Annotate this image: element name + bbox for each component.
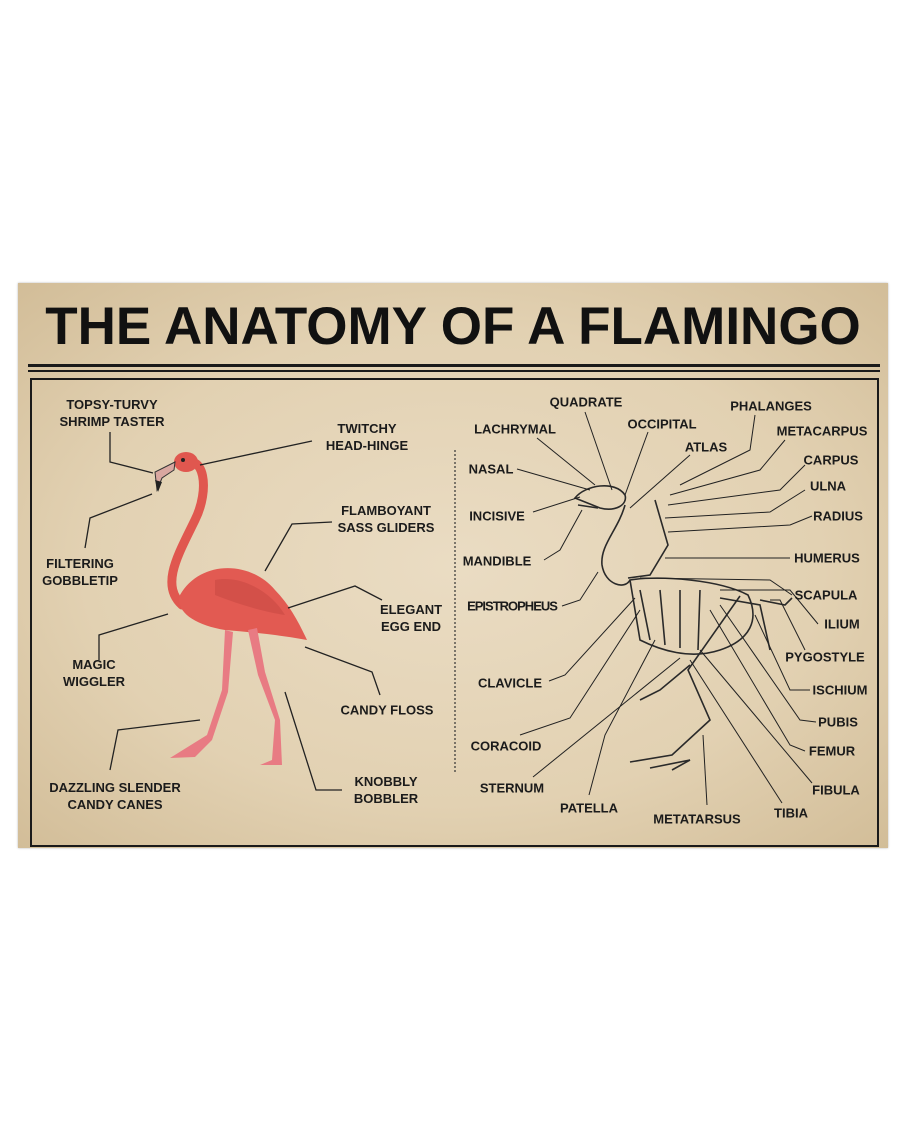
label-scapula: SCAPULA: [794, 587, 858, 603]
poster-title: THE ANATOMY OF A FLAMINGO: [45, 297, 861, 356]
label-mandible: MANDIBLE: [462, 553, 532, 569]
label-lachrymal: LACHRYMAL: [474, 421, 556, 437]
label-line: SHRIMP TASTER: [59, 414, 165, 429]
label-line: GOBBLETIP: [42, 573, 118, 588]
label-metacarpus: METACARPUS: [776, 423, 868, 439]
label-line: FILTERING: [46, 556, 114, 571]
label-line: FLAMBOYANT: [341, 503, 431, 518]
label-tibia: TIBIA: [774, 805, 808, 821]
title-divider: [28, 364, 880, 367]
label-line: HEAD-HINGE: [325, 438, 409, 453]
label-line: BOBBLER: [353, 791, 419, 806]
title-divider-thin: [28, 370, 880, 372]
label-candy-canes: DAZZLING SLENDER CANDY CANES: [49, 779, 180, 813]
label-line: EGG END: [381, 619, 441, 634]
label-pubis: PUBIS: [818, 714, 858, 730]
label-line: KNOBBLY: [354, 774, 418, 789]
label-incisive: INCISIVE: [469, 508, 525, 524]
label-sass-gliders: FLAMBOYANT SASS GLIDERS: [338, 502, 435, 536]
label-gobbletip: FILTERING GOBBLETIP: [42, 555, 118, 589]
label-ischium: ISCHIUM: [812, 682, 868, 698]
label-fibula: FIBULA: [812, 782, 860, 798]
label-radius: RADIUS: [813, 508, 863, 524]
label-line: DAZZLING SLENDER: [49, 780, 181, 795]
label-ulna: ULNA: [809, 478, 847, 494]
label-sternum: STERNUM: [479, 780, 545, 796]
label-line: ELEGANT: [379, 602, 443, 617]
label-patella: PATELLA: [559, 800, 619, 816]
skeleton-illustration: [573, 485, 793, 771]
label-metatarsus: METATARSUS: [653, 811, 741, 827]
label-humerus: HUMERUS: [794, 550, 860, 566]
label-atlas: ATLAS: [684, 439, 728, 455]
label-candy-floss: CANDY FLOSS: [341, 702, 434, 719]
label-quadrate: QUADRATE: [549, 394, 623, 410]
label-carpus: CARPUS: [803, 452, 859, 468]
label-occipital: OCCIPITAL: [627, 416, 697, 432]
label-head-hinge: TWITCHY HEAD-HINGE: [326, 420, 408, 454]
label-nasal: NASAL: [468, 461, 514, 477]
label-line: WIGGLER: [62, 674, 126, 689]
diagram-frame: [30, 378, 879, 847]
flamingo-illustration: [154, 452, 307, 765]
label-line: CANDY FLOSS: [340, 702, 434, 718]
label-coracoid: CORACOID: [470, 738, 542, 754]
label-line: TWITCHY: [337, 421, 397, 436]
label-femur: FEMUR: [808, 743, 856, 759]
label-egg-end: ELEGANT EGG END: [380, 601, 442, 635]
flamingo-leader-lines: [84, 432, 383, 791]
label-line: SASS GLIDERS: [337, 520, 435, 535]
label-phalanges: PHALANGES: [730, 398, 812, 414]
label-epistropheus: EPISTROPHEUS: [467, 598, 558, 614]
label-line: CANDY CANES: [67, 797, 163, 812]
label-line: TOPSY-TURVY: [66, 397, 158, 412]
label-pygostyle: PYGOSTYLE: [785, 649, 865, 665]
label-line: MAGIC: [72, 657, 116, 672]
label-bobbler: KNOBBLY BOBBLER: [354, 773, 418, 807]
label-ilium: ILIUM: [824, 616, 860, 632]
label-wiggler: MAGIC WIGGLER: [63, 656, 125, 690]
label-shrimp-taster: TOPSY-TURVY SHRIMP TASTER: [60, 396, 165, 430]
label-clavicle: CLAVICLE: [477, 675, 543, 691]
poster-background: [18, 283, 888, 848]
skeleton-leader-lines: [516, 411, 819, 806]
